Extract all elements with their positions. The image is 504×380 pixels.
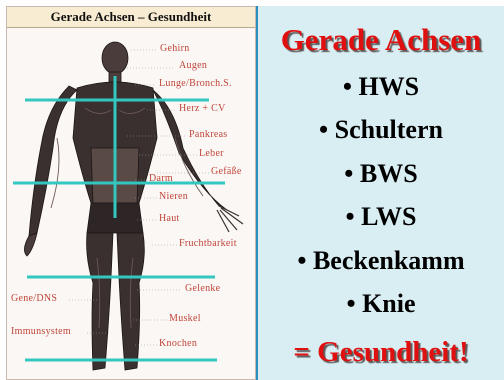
label-lunge: Lunge/Bronch.S. (159, 78, 232, 89)
label-augen: Augen (179, 60, 207, 71)
label-leber: Leber (199, 148, 224, 159)
label-darm: Darm (149, 173, 173, 184)
human-figure (24, 42, 243, 370)
label-muskel: Muskel (169, 313, 201, 324)
bullet-bws: • BWS (258, 159, 504, 189)
bullet-hws: • HWS (258, 72, 504, 102)
label-immunsystem: Immunsystem (11, 326, 71, 337)
panel-header: Gerade Achsen – Gesundheit (7, 7, 255, 28)
label-haut: Haut (159, 213, 180, 224)
bullet-lws: • LWS (258, 202, 504, 232)
label-herz: Herz + CV (179, 103, 226, 114)
anatomy-panel: Gerade Achsen – Gesundheit (6, 6, 256, 380)
bullet-schultern: • Schultern (258, 115, 504, 145)
label-knochen: Knochen (159, 338, 197, 349)
bullet-knie: • Knie (258, 289, 504, 319)
label-fruchtbarkeit: Fruchtbarkeit (179, 238, 237, 249)
summary-panel: Gerade Achsen • HWS • Schultern • BWS • … (256, 6, 504, 380)
label-gene-dns: Gene/DNS (11, 293, 57, 304)
label-gelenke: Gelenke (185, 283, 220, 294)
label-gehirn: Gehirn (160, 43, 190, 54)
summary-title: Gerade Achsen (258, 22, 504, 58)
label-nieren: Nieren (159, 191, 188, 202)
label-gefaesse: Gefäße (211, 166, 242, 177)
bullet-beckenkamm: • Beckenkamm (258, 246, 504, 276)
label-pankreas: Pankreas (189, 129, 228, 140)
summary-result: = Gesundheit! (258, 336, 504, 369)
